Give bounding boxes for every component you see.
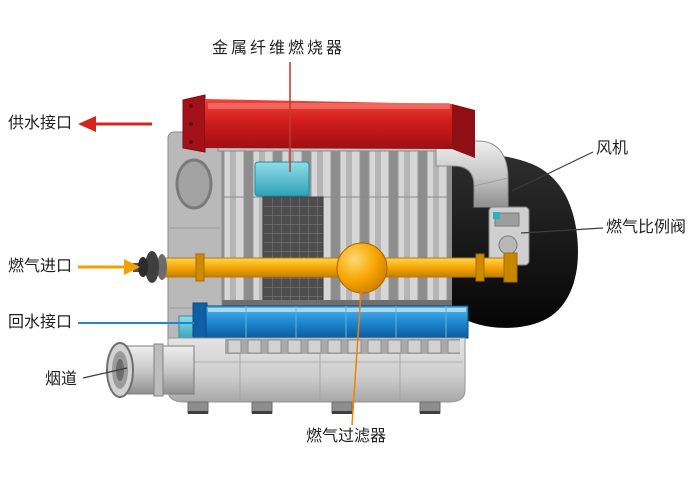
flue-leader-line	[82, 367, 128, 379]
gas-inlet-arrow-head	[124, 259, 140, 275]
valve-knob	[498, 235, 518, 255]
valve-leader-line	[520, 227, 604, 234]
inspection-port	[175, 158, 213, 210]
leader-lines	[78, 62, 604, 426]
valve-cyan-cap	[493, 212, 500, 219]
base-feet	[187, 401, 441, 414]
pipe-flange-outer	[157, 254, 167, 280]
fin-shadow	[222, 300, 453, 309]
pipe-flange-hub	[138, 257, 148, 277]
red-beam	[205, 99, 452, 149]
burner-unit	[254, 161, 310, 197]
red-right-flange	[452, 104, 475, 158]
label-water-supply: 供水接口	[8, 115, 73, 132]
flue-ring	[153, 343, 164, 397]
red-beam-highlight	[208, 103, 450, 109]
blue-beam-highlight	[208, 308, 466, 312]
pipe-flange-mid	[145, 251, 159, 283]
filter-sphere	[336, 242, 388, 294]
label-flue: 烟道	[45, 371, 78, 388]
center-mesh	[262, 196, 324, 306]
fan-duct-elbow	[435, 140, 509, 208]
gas-filter-leader-line	[351, 291, 362, 426]
elbow-duct	[435, 140, 509, 208]
condenser-base	[167, 337, 466, 414]
pipe-ring-right	[475, 253, 485, 282]
label-water-return: 回水接口	[8, 314, 73, 331]
base-comb	[225, 339, 460, 354]
blue-left-flange	[192, 302, 208, 342]
red-left-flange	[182, 94, 206, 153]
pipe-ring-left	[195, 253, 205, 282]
water-return-header	[178, 302, 469, 342]
label-burner: 金属纤维燃烧器	[212, 40, 346, 57]
fan-leader-line	[511, 151, 594, 192]
gas-filter-unit	[336, 242, 388, 294]
label-gas-proportional-valve: 燃气比例阀	[606, 219, 687, 236]
water-supply-arrow-head	[78, 116, 96, 132]
valve-top-block	[494, 212, 520, 227]
water-supply-header	[182, 94, 475, 158]
burner-box	[254, 161, 310, 197]
label-gas-inlet: 燃气进口	[8, 258, 73, 275]
pipe-end-cap	[503, 252, 518, 283]
label-fan: 风机	[596, 140, 629, 157]
label-gas-filter: 燃气过滤器	[306, 428, 387, 445]
gas-proportional-valve-unit	[488, 206, 530, 266]
